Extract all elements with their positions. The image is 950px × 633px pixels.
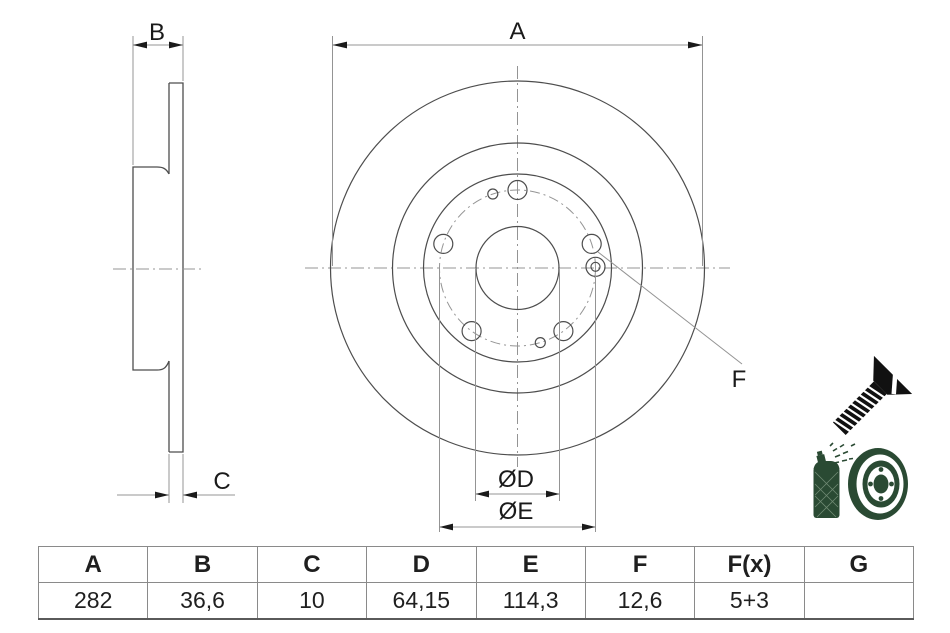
bolt-hole — [507, 179, 528, 201]
dim-b-label: B — [149, 19, 165, 46]
technical-drawing: B C — [113, 18, 913, 532]
col-header-g: G — [803, 546, 915, 583]
spray-can-icon — [813, 442, 856, 518]
friction-band-circle — [391, 142, 644, 394]
arrow-left-icon — [183, 491, 197, 499]
spec-table-header-row: A B C D E F F(x) G — [37, 546, 915, 583]
value-c: 10 — [256, 582, 368, 620]
spec-table-value-row: 282 36,6 10 64,15 114,3 12,6 5+3 — [37, 582, 915, 620]
spec-table: A B C D E F F(x) G 282 36,6 10 64,15 114… — [37, 546, 915, 620]
value-a: 282 — [37, 582, 149, 620]
dim-c: C — [117, 454, 235, 503]
dim-c-label: C — [213, 468, 230, 495]
dim-b: B — [132, 19, 184, 165]
hat-diameter-circle — [422, 173, 613, 363]
bolt-hole — [581, 233, 602, 254]
countersunk-screw-icon — [832, 355, 913, 436]
brake-disc-icon — [848, 448, 908, 520]
dim-d-label: ØD — [498, 466, 534, 493]
arrow-right-icon — [155, 491, 169, 499]
value-b: 36,6 — [147, 582, 258, 620]
col-header-a: A — [37, 546, 149, 583]
col-header-fx: F(x) — [694, 546, 805, 583]
col-header-c: C — [256, 546, 368, 583]
value-d: 64,15 — [366, 582, 477, 620]
aux-hole — [534, 337, 546, 349]
arrow-left-icon — [332, 41, 347, 49]
arrow-right-icon — [582, 523, 596, 531]
value-e: 114,3 — [475, 582, 586, 620]
col-header-e: E — [475, 546, 586, 583]
aux-hole-chamfered-inner — [590, 261, 601, 272]
dim-e-label: ØE — [499, 498, 534, 525]
dim-d: ØD — [475, 268, 560, 501]
side-disc-outline — [168, 82, 184, 453]
arrow-left-icon — [439, 523, 453, 531]
dim-a-label: A — [509, 18, 525, 45]
arrow-left-icon — [475, 490, 489, 498]
bolt-hole — [461, 321, 482, 342]
leader-f: F — [597, 251, 747, 393]
leader-f-label: F — [732, 366, 747, 393]
spray-nozzle — [816, 450, 827, 467]
bolt-hole — [553, 321, 574, 342]
arrow-left-icon — [133, 41, 147, 49]
value-f: 12,6 — [584, 582, 696, 620]
aux-hole — [487, 188, 499, 200]
col-header-f: F — [584, 546, 696, 583]
arrow-right-icon — [688, 41, 703, 49]
arrow-right-icon — [546, 490, 560, 498]
front-view: A ØD ØE F — [305, 18, 746, 532]
dim-a: A — [332, 18, 703, 266]
value-g — [803, 582, 915, 620]
value-fx: 5+3 — [694, 582, 805, 620]
side-view — [132, 82, 184, 453]
col-header-b: B — [147, 546, 258, 583]
dim-e: ØE — [439, 268, 596, 532]
bolt-hole — [433, 233, 454, 254]
col-header-d: D — [366, 546, 477, 583]
arrow-right-icon — [169, 41, 183, 49]
outer-diameter-circle — [329, 80, 706, 456]
spray-mist — [829, 442, 856, 464]
screw-slot — [891, 374, 898, 395]
side-hat-outline — [132, 166, 170, 371]
